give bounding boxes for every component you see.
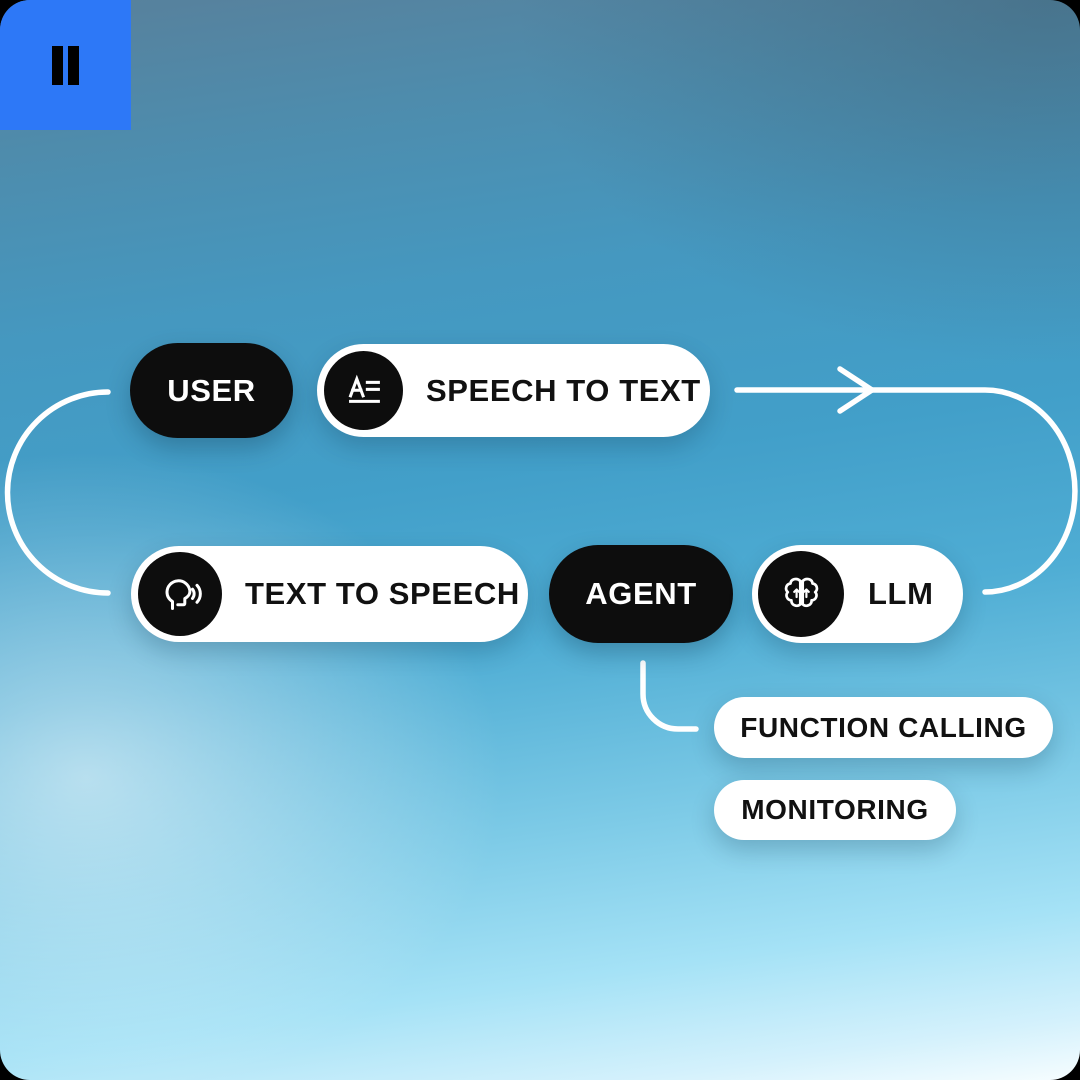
- node-function-calling: FUNCTION CALLING: [714, 697, 1053, 758]
- transcript-icon: [324, 351, 403, 430]
- node-speech-to-text: SPEECH TO TEXT: [317, 344, 710, 437]
- user-loop-connector: [4, 389, 111, 596]
- brain-icon: [758, 551, 844, 637]
- node-text-to-speech-label: TEXT TO SPEECH: [245, 576, 520, 611]
- node-agent: AGENT: [549, 545, 733, 643]
- pause-button[interactable]: [0, 0, 131, 130]
- node-text-to-speech: TEXT TO SPEECH: [131, 546, 528, 642]
- agent-branch-connector: [640, 660, 699, 732]
- node-llm-label: LLM: [868, 576, 934, 611]
- node-function-calling-label: FUNCTION CALLING: [740, 711, 1027, 743]
- node-speech-to-text-label: SPEECH TO TEXT: [426, 372, 701, 408]
- node-user-label: USER: [167, 372, 256, 408]
- flow-arrowhead-icon: [837, 366, 875, 414]
- pause-icon: [52, 45, 63, 85]
- node-llm: LLM: [752, 545, 963, 643]
- node-agent-label: AGENT: [585, 576, 697, 611]
- node-monitoring: MONITORING: [714, 780, 956, 840]
- node-user: USER: [130, 343, 293, 438]
- pause-icon: [68, 45, 79, 85]
- node-monitoring-label: MONITORING: [741, 794, 929, 825]
- speaking-head-icon: [138, 552, 222, 636]
